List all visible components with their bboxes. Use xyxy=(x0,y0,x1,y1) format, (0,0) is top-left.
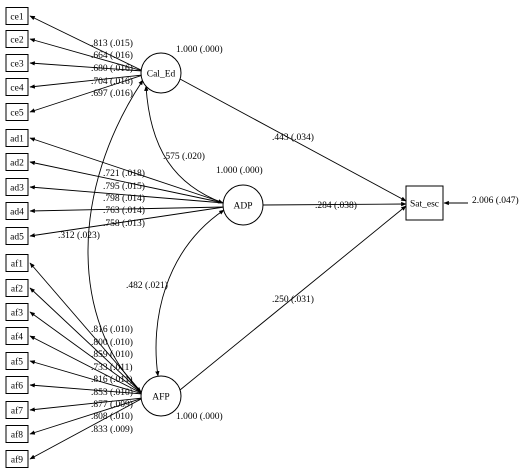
cal-ed-loading-arrow-ce2 xyxy=(29,38,144,72)
afp-loading-arrow-af2 xyxy=(29,287,144,395)
indicator-box-af9 xyxy=(5,450,29,468)
structural-label-adp-sat: .284 (.038) xyxy=(315,200,357,211)
variance-label-adp: 1.000 (.000) xyxy=(216,165,263,176)
indicator-label-ad1: ad1 xyxy=(10,135,24,145)
cal-ed-loading-arrow-ce3 xyxy=(29,61,144,72)
loading-label-af3: .859 (.010) xyxy=(91,349,133,360)
loading-label-af2: .800 (.010) xyxy=(91,337,133,348)
indicator-box-af5 xyxy=(5,352,29,370)
indicator-box-ad3 xyxy=(5,178,29,196)
loading-label-af9: .833 (.009) xyxy=(91,424,133,435)
afp-loading-arrow-af5 xyxy=(29,360,144,395)
indicator-box-af6 xyxy=(5,376,29,394)
indicator-label-ce4: ce4 xyxy=(10,84,23,94)
afp-loading-arrow-af9 xyxy=(29,397,144,460)
latent-circle-afp xyxy=(140,375,182,417)
loading-label-ce5: .697 (.016) xyxy=(91,88,133,99)
afp-loading-arrow-af3 xyxy=(29,311,144,395)
indicator-label-ce5: ce5 xyxy=(10,109,23,119)
indicator-box-ad1 xyxy=(5,129,29,147)
structural-arrow-cal-ed-sat xyxy=(179,78,407,202)
indicator-label-ad4: ad4 xyxy=(10,208,24,218)
indicator-label-ce3: ce3 xyxy=(10,60,23,70)
loading-label-af8: .808 (.010) xyxy=(91,411,133,422)
indicator-box-ad5 xyxy=(5,227,29,245)
indicator-label-af9: af9 xyxy=(11,455,23,466)
cal-ed-loading-arrow-ce5 xyxy=(29,74,144,113)
loading-label-ce4: .704 (.016) xyxy=(91,76,133,87)
indicator-label-ad3: ad3 xyxy=(10,184,24,194)
correlation-label-cal-ed-afp: .312 (.023) xyxy=(58,230,100,241)
afp-loading-arrow-af7 xyxy=(29,397,144,412)
labels-layer: ce1 .813 (.015) ce2 .664 (.016) ce3 .680 (.01… xyxy=(10,13,519,466)
indicator-box-af7 xyxy=(5,401,29,419)
loading-label-af1: .816 (.010) xyxy=(91,324,133,335)
correlation-label-adp-afp: .482 (.021) xyxy=(126,280,168,291)
loading-label-ad1: .721 (.018) xyxy=(103,168,145,179)
cal-ed-loading-arrow-ce4 xyxy=(29,74,144,89)
indicator-box-af2 xyxy=(5,279,29,297)
loading-label-ce3: .680 (.016) xyxy=(91,63,133,74)
loading-label-af7: .877 (.009) xyxy=(91,399,133,410)
loading-label-ad2: .795 (.015) xyxy=(103,181,145,192)
adp-loading-arrow-ad4 xyxy=(29,206,225,214)
loading-label-ce1: .813 (.015) xyxy=(91,38,133,49)
loading-label-af4: .733 (.011) xyxy=(91,362,133,373)
indicator-box-ce1 xyxy=(5,7,29,25)
latent-circle-adp xyxy=(222,184,264,226)
indicator-box-af8 xyxy=(5,425,29,443)
loading-label-ad5: .758 (.013) xyxy=(103,218,145,229)
outcome-label-sat-esc: Sat_esc xyxy=(410,200,439,210)
correlation-curve-adp-afp xyxy=(155,209,225,377)
loading-label-ad3: .798 (.014) xyxy=(103,193,145,204)
loading-label-af5: .816 (.011) xyxy=(91,374,133,385)
correlation-label-cal-ed-adp: .575 (.020) xyxy=(163,151,205,162)
afp-loading-arrow-af8 xyxy=(29,397,144,435)
indicator-label-ad5: ad5 xyxy=(10,233,24,243)
indicator-label-af3: af3 xyxy=(11,308,23,319)
variance-label-afp: 1.000 (.000) xyxy=(176,411,223,422)
indicator-box-ce2 xyxy=(5,30,29,48)
indicator-box-ce3 xyxy=(5,54,29,72)
indicator-label-ad2: ad2 xyxy=(10,159,24,169)
indicator-box-ce4 xyxy=(5,78,29,96)
latent-circle-cal-ed xyxy=(140,52,182,94)
indicator-label-af1: af1 xyxy=(11,259,23,270)
latent-label-afp: AFP xyxy=(152,393,169,403)
afp-loading-arrow-af4 xyxy=(29,335,144,395)
afp-loading-arrow-af6 xyxy=(29,383,144,395)
loading-label-af6: .853 (.010) xyxy=(91,387,133,398)
paths-layer xyxy=(29,15,468,460)
loading-label-ce2: .664 (.016) xyxy=(91,50,133,61)
indicator-label-af2: af2 xyxy=(11,284,23,295)
indicator-box-ad4 xyxy=(5,202,29,220)
indicator-box-ad2 xyxy=(5,153,29,171)
indicator-label-af6: af6 xyxy=(11,381,23,392)
structural-label-afp-sat: .250 (.031) xyxy=(272,294,314,305)
indicator-label-af4: af4 xyxy=(11,332,23,343)
cal-ed-loading-arrow-ce1 xyxy=(29,15,144,72)
indicator-label-ce2: ce2 xyxy=(10,36,23,46)
structural-arrow-adp-sat xyxy=(262,201,407,207)
correlation-curve-cal-ed-afp xyxy=(87,79,144,393)
correlation-curve-cal-ed-adp xyxy=(144,85,224,204)
indicator-box-ce5 xyxy=(5,103,29,121)
indicator-label-af8: af8 xyxy=(11,430,23,441)
variance-label-cal-ed: 1.000 (.000) xyxy=(176,44,223,55)
indicator-box-af3 xyxy=(5,303,29,321)
latent-label-adp: ADP xyxy=(233,202,252,212)
latent-label-cal-ed: Cal_Ed xyxy=(147,70,176,80)
indicator-box-af4 xyxy=(5,327,29,345)
loading-label-ad4: .763 (.014) xyxy=(103,205,145,216)
indicator-label-ce1: ce1 xyxy=(10,13,23,23)
outcome-box-sat-esc xyxy=(405,185,444,221)
structural-label-cal-ed-sat: .443 (.034) xyxy=(272,132,314,143)
indicator-label-af7: af7 xyxy=(11,406,23,417)
residual-label-sat-esc: 2.006 (.047) xyxy=(472,195,519,206)
indicator-label-af5: af5 xyxy=(11,357,23,368)
structural-arrow-afp-sat xyxy=(179,205,407,391)
indicator-box-af1 xyxy=(5,254,29,272)
nodes-layer xyxy=(5,7,444,468)
